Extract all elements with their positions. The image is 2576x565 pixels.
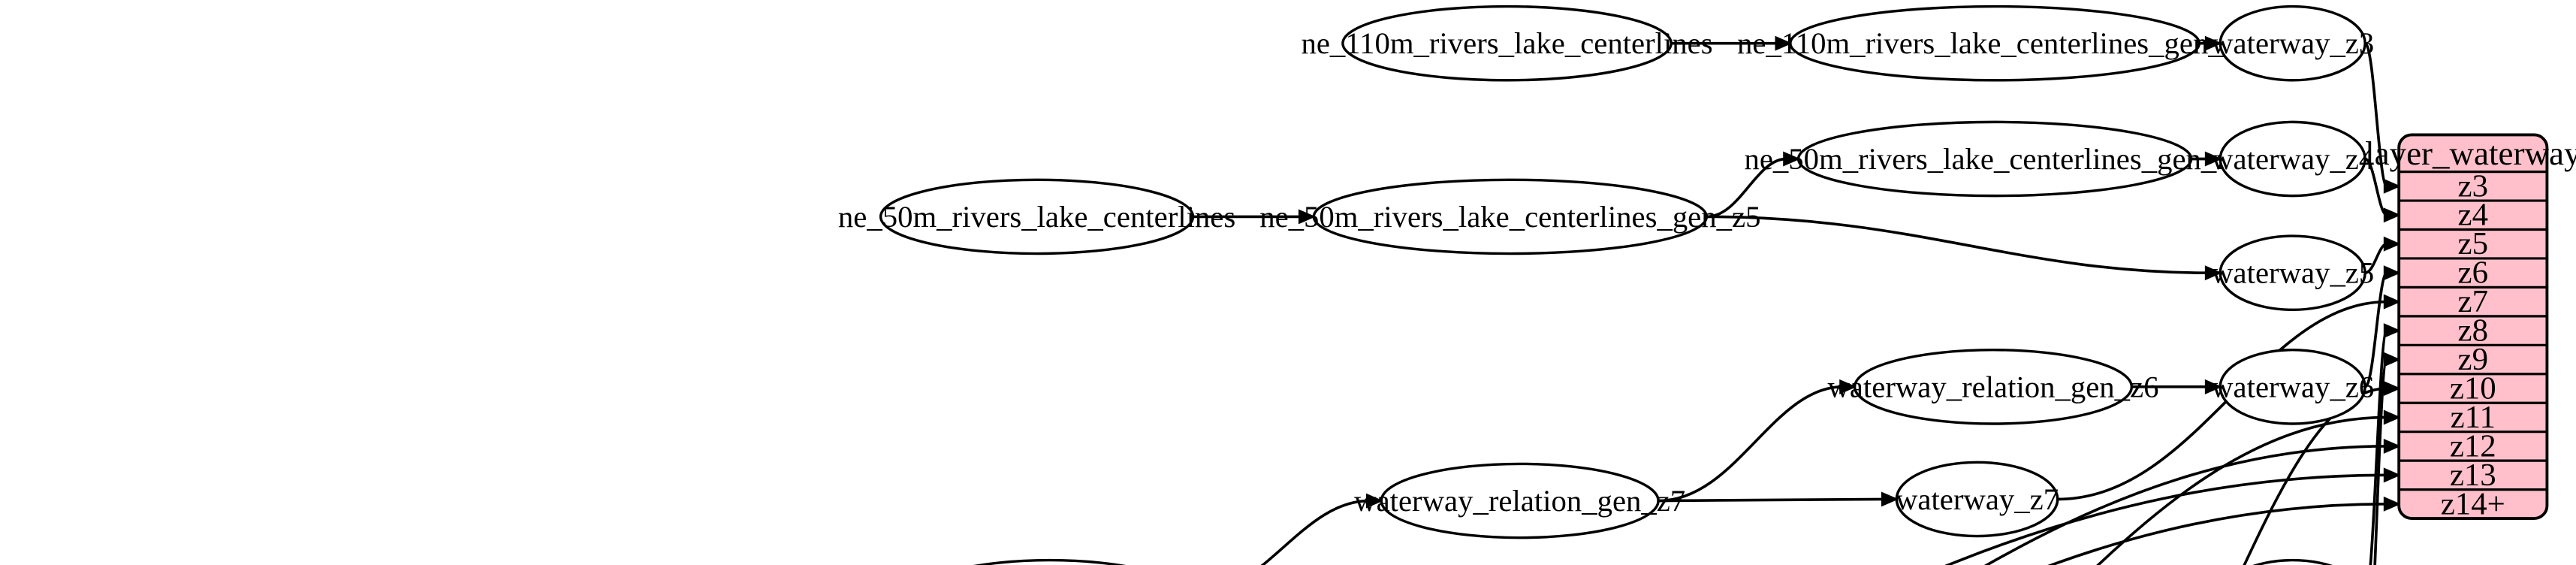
edge-arrowhead — [1881, 491, 1899, 507]
node-waterway_z4[interactable]: waterway_z4 — [2211, 120, 2374, 198]
edge-waterway_z14-to-layer_waterway_z14_ — [2047, 503, 2387, 565]
edge-waterway_z8-to-layer_waterway_z8 — [2369, 329, 2388, 565]
record-cells — [2399, 134, 2547, 519]
node-waterway_relation_gen_z7[interactable]: waterway_relation_gen_z7 — [1354, 462, 1685, 539]
edge-arrowhead — [2204, 379, 2222, 394]
node-ellipse — [879, 178, 1195, 255]
edge-arrowhead — [2383, 409, 2401, 425]
edge-arrowhead — [2383, 352, 2401, 367]
node-ellipse — [1380, 462, 1660, 539]
edge-arrowhead — [2383, 265, 2401, 281]
edge-arrowhead — [1783, 151, 1801, 167]
node-ne_50m_rivers_lake_centerlines_gen_z4[interactable]: ne_50m_rivers_lake_centerlines_gen_z4 — [1744, 120, 2246, 198]
node-ellipse — [2219, 234, 2366, 312]
edge-arrowhead — [2383, 496, 2401, 512]
node-ellipse — [2219, 5, 2366, 82]
edge-waterway_relation_gen_z8-to-waterway_relation_gen_z7 — [1260, 499, 1370, 565]
node-waterway_z5[interactable]: waterway_z5 — [2211, 234, 2374, 312]
edge-arrowhead — [2383, 438, 2401, 454]
edge-arrowhead — [2383, 178, 2401, 194]
node-waterway_z3[interactable]: waterway_z3 — [2211, 5, 2374, 82]
edge-arrowhead — [1365, 493, 1384, 509]
node-ellipse — [1796, 120, 2193, 198]
edge-waterway_z3-to-layer_waterway_z3 — [2363, 41, 2388, 188]
record-table-layer: layer_waterwayz3z4z5z6z7z8z9z10z11z12z13… — [2365, 133, 2576, 521]
edge-arrowhead — [1839, 379, 1857, 394]
node-ellipse — [2252, 558, 2333, 565]
node-ellipse — [1853, 349, 2134, 425]
node-ellipse — [1789, 5, 2201, 82]
edge-arrowhead — [2383, 236, 2401, 252]
node-waterway_z6[interactable]: waterway_z6 — [2211, 349, 2374, 425]
edge-waterway_z4-to-layer_waterway_z4 — [2364, 157, 2388, 217]
edges-layer — [1193, 35, 2401, 565]
edge-arrowhead — [2383, 323, 2401, 339]
edge-ne_50m_rivers_lake_centerlines_gen_z5-to-waterway_z5 — [1706, 215, 2209, 274]
node-waterway_relation_gen_z6[interactable]: waterway_relation_gen_z6 — [1827, 349, 2158, 425]
edge-ne_50m_rivers_lake_centerlines_gen_z5-to-ne_50m_rivers_lake_centerlines_gen_z4 — [1706, 157, 1787, 219]
edge-waterway_z12-to-layer_waterway_z12 — [1983, 445, 2387, 565]
edge-waterway_z5-to-layer_waterway_z5 — [2364, 242, 2387, 274]
edge-arrowhead — [1298, 209, 1316, 225]
node-ne_50m_rivers_lake_centerlines[interactable]: ne_50m_rivers_lake_centerlines — [838, 178, 1235, 255]
node-ne_110m_rivers_lake_centerlines_gen_z3[interactable]: ne_110m_rivers_lake_centerlines_gen_z3 — [1737, 5, 2252, 82]
edge-waterway_relation_gen_z7-to-waterway_relation_gen_z6 — [1658, 385, 1843, 503]
node-ne_50m_rivers_lake_centerlines_gen_z5[interactable]: ne_50m_rivers_lake_centerlines_gen_z5 — [1259, 178, 1760, 255]
node-waterway_z8[interactable]: waterway_z8 — [2211, 558, 2374, 565]
node-ellipse — [1895, 461, 2059, 538]
edge-arrowhead — [2383, 294, 2401, 310]
edge-arrowhead — [2383, 207, 2401, 223]
edge-arrowhead — [2204, 35, 2222, 51]
edge-arrowhead — [2383, 381, 2401, 396]
edge-waterway_z13-to-layer_waterway_z13 — [1944, 473, 2387, 565]
edge-arrowhead — [2204, 265, 2222, 281]
edge-waterway_z9-to-layer_waterway_z9 — [2373, 358, 2388, 565]
record-table-outline — [2397, 133, 2549, 520]
node-ellipse — [1341, 5, 1673, 82]
edge-arrowhead — [2204, 151, 2222, 167]
edge-waterway_relation_gen_z7-to-waterway_z7 — [1658, 497, 1885, 503]
node-waterway_relation_gen_z8[interactable]: waterway_relation_gen_z8 — [884, 558, 1215, 565]
edge-arrowhead — [1775, 35, 1793, 51]
edge-arrowhead — [2383, 467, 2401, 483]
node-ellipse — [2219, 349, 2366, 425]
nodes-layer: imposm3osm_waterway_relationosm_waterway… — [838, 5, 2374, 565]
node-waterway_z7[interactable]: waterway_z7 — [1895, 461, 2059, 538]
node-ellipse — [1312, 178, 1709, 255]
node-ellipse — [973, 558, 1127, 565]
node-ne_110m_rivers_lake_centerlines[interactable]: ne_110m_rivers_lake_centerlines — [1302, 5, 1713, 82]
node-ellipse — [2219, 120, 2366, 198]
edge-waterway_z11-to-layer_waterway_z11 — [2096, 415, 2387, 565]
